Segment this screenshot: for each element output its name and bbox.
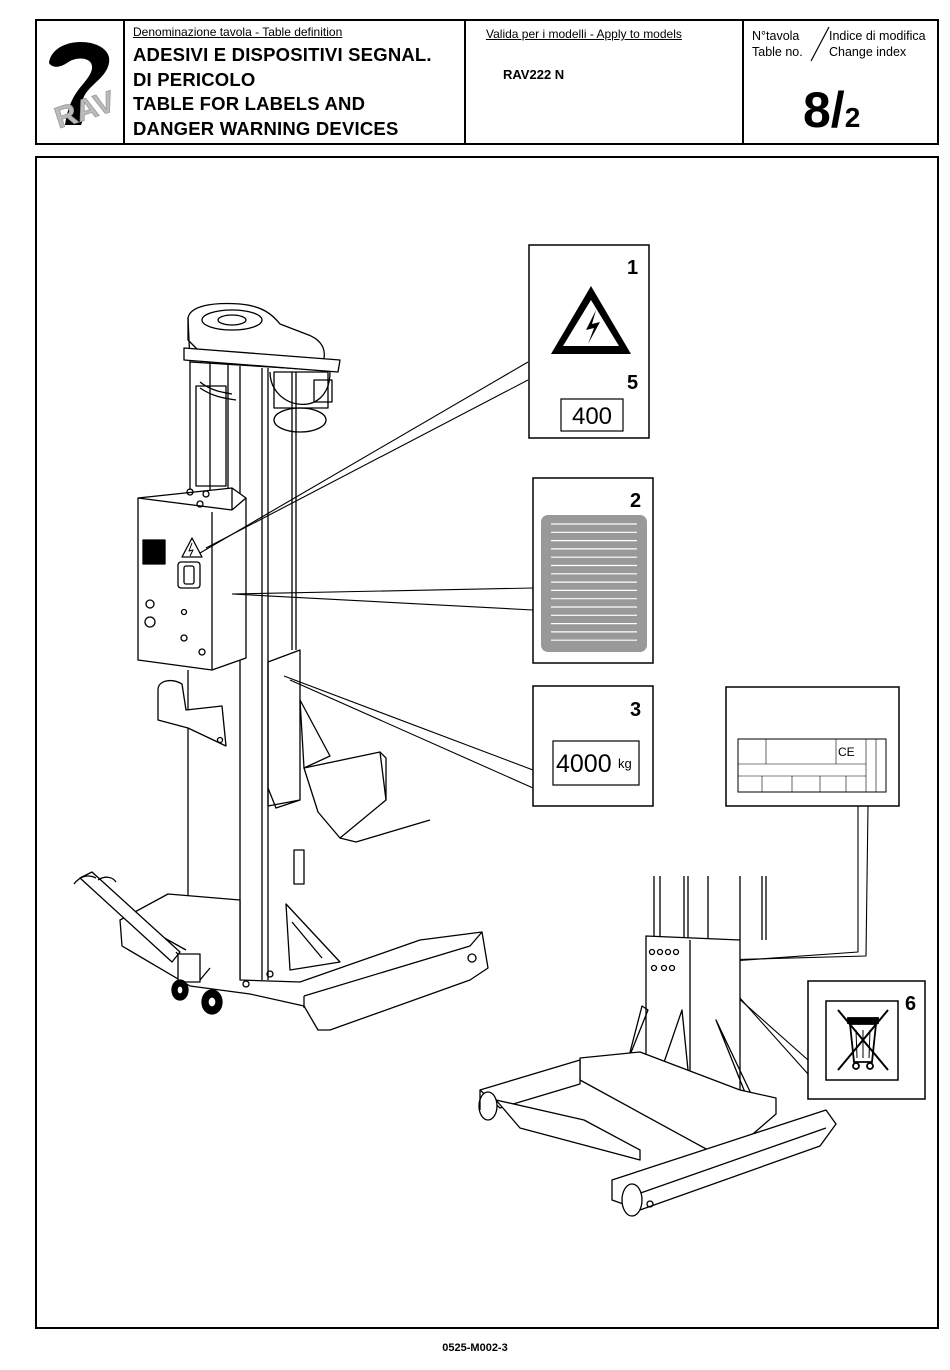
label-3-unit: kg	[618, 756, 632, 771]
nameplate-label: CE	[726, 687, 899, 806]
label-5-value: 400	[572, 403, 612, 430]
label-5-number: 5	[627, 372, 638, 394]
label-1-5: 1 5 400	[529, 245, 649, 438]
label-1-number: 1	[627, 257, 638, 279]
label-2: 2	[533, 478, 653, 663]
label-3: 3 4000 kg	[533, 686, 653, 806]
label-3-number: 3	[630, 699, 641, 721]
document-code: 0525-M002-3	[0, 1342, 950, 1354]
label-3-value: 4000	[556, 750, 612, 778]
column-lift-left	[74, 304, 488, 1030]
label-6-number: 6	[905, 993, 916, 1015]
label-6: 6	[808, 981, 925, 1099]
label-2-number: 2	[630, 490, 641, 512]
ce-mark: CE	[838, 745, 855, 759]
